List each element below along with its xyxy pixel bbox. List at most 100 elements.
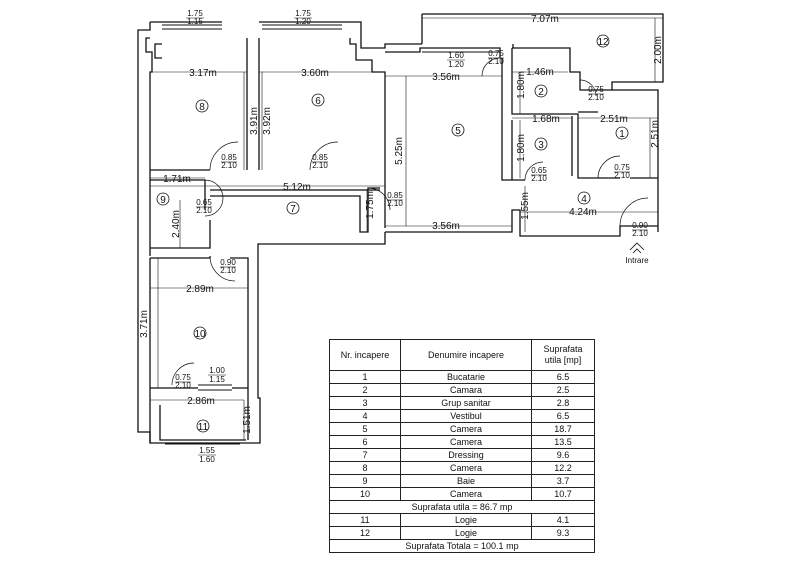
window-label-top: 1.55 [199, 446, 215, 455]
cell-area: 6.5 [531, 370, 595, 384]
total-row: Suprafata Totala = 100.1 mp [329, 539, 595, 553]
door-label-top: 0.75 [614, 163, 630, 172]
dimension-label: 3.71m [139, 310, 150, 338]
dimension-label: 1.46m [526, 67, 554, 78]
cell-nr: 6 [329, 435, 401, 449]
cell-name: Camera [400, 461, 532, 475]
cell-name: Baie [400, 474, 532, 488]
cell-nr: 8 [329, 461, 401, 475]
cell-nr: 1 [329, 370, 401, 384]
cell-name: Camara [400, 383, 532, 397]
door-label-top: 0.75 [588, 85, 604, 94]
room-number: 2 [538, 87, 544, 98]
room-number: 10 [194, 329, 206, 340]
room-number: 11 [198, 422, 209, 433]
room-number: 7 [290, 204, 296, 215]
dimension-label: 4.24m [569, 207, 597, 218]
dimension-label: 2.51m [650, 120, 661, 148]
cell-nr: 7 [329, 448, 401, 462]
dimension-label: 3.92m [262, 107, 273, 135]
window-label-bottom: 1.20 [448, 60, 464, 69]
cell-name: Camera [400, 422, 532, 436]
door-label-top: 0.65 [196, 198, 212, 207]
subtotal-row: Suprafata utila = 86.7 mp [329, 500, 595, 514]
cell-name: Vestibul [400, 409, 532, 423]
room-number: 6 [315, 96, 321, 107]
cell-name: Logie [400, 526, 532, 540]
dimension-label: 1.51m [242, 406, 253, 434]
entrance-arrow-icon [629, 242, 645, 254]
room-number: 5 [455, 126, 461, 137]
dimension-label: 1.80m [516, 71, 527, 99]
vertical-dimension-labels: 3.91m 3.92m 5.25m 2.00m 1.80m 1.80m 2.51… [139, 36, 664, 434]
dimension-label: 5.12m [283, 182, 311, 193]
room-marker-3 [534, 137, 548, 151]
dimension-label: 1.68m [532, 114, 560, 125]
dimension-label: 1.55m [520, 192, 531, 220]
header-nr: Nr. incapere [329, 339, 401, 371]
cell-nr: 5 [329, 422, 401, 436]
total-cell: Suprafata Totala = 100.1 mp [329, 539, 595, 553]
door-label-top: 0.85 [387, 191, 403, 200]
header-area: Suprafata utila [mp] [531, 339, 595, 371]
room-marker-12 [596, 34, 610, 48]
cell-name: Bucatarie [400, 370, 532, 384]
cell-nr: 9 [329, 474, 401, 488]
door-label-top: 0.75 [175, 373, 191, 382]
door-label-bottom: 2.10 [220, 266, 236, 275]
dimension-label: 3.91m [249, 107, 260, 135]
table-header-row: Nr. incapere Denumire incapere Suprafata… [329, 339, 595, 371]
room-marker-1 [615, 126, 629, 140]
window-label-top: 1.75 [295, 9, 311, 18]
door-label-bottom: 2.10 [588, 93, 604, 102]
cell-nr: 2 [329, 383, 401, 397]
cell-area: 13.5 [531, 435, 595, 449]
dimension-label: 2.89m [186, 284, 214, 295]
cell-area: 2.8 [531, 396, 595, 410]
cell-area: 10.7 [531, 487, 595, 501]
room-marker-9 [156, 192, 170, 206]
cell-name: Camera [400, 487, 532, 501]
room-marker-7 [286, 201, 300, 215]
dimension-label: 1.75m [365, 191, 376, 219]
cell-name: Logie [400, 513, 532, 527]
cell-area: 9.6 [531, 448, 595, 462]
dimension-label: 2.51m [600, 114, 628, 125]
entrance-label: Intrare [625, 256, 649, 265]
room-markers [156, 34, 629, 433]
door-label-bottom: 2.10 [312, 161, 328, 170]
cell-name: Grup sanitar [400, 396, 532, 410]
door-label-bottom: 2.10 [196, 206, 212, 215]
room-marker-2 [534, 84, 548, 98]
cell-area: 4.1 [531, 513, 595, 527]
door-label-bottom: 2.10 [632, 229, 648, 238]
cell-nr: 12 [329, 526, 401, 540]
dimension-labels: 3.17m 3.60m 3.56m 7.07m 1.46m 2.51m 1.68… [163, 14, 628, 407]
door-label-bottom: 2.10 [221, 161, 237, 170]
dimension-label: 3.17m [189, 68, 217, 79]
window-label-bottom: 1.15 [209, 375, 225, 384]
room-marker-11 [196, 419, 210, 433]
door-swings [171, 57, 649, 386]
cell-area: 6.5 [531, 409, 595, 423]
cell-area: 3.7 [531, 474, 595, 488]
dimension-lines [150, 17, 663, 440]
window-label-bottom: 1.20 [295, 17, 311, 26]
room-marker-10 [193, 326, 207, 340]
door-label-bottom: 2.10 [175, 381, 191, 390]
cell-nr: 11 [329, 513, 401, 527]
room-marker-5 [451, 123, 465, 137]
room-number: 4 [581, 194, 587, 205]
cell-area: 2.5 [531, 383, 595, 397]
dimension-label: 2.40m [171, 210, 182, 238]
cell-name: Camera [400, 435, 532, 449]
door-label-top: 0.90 [220, 258, 236, 267]
